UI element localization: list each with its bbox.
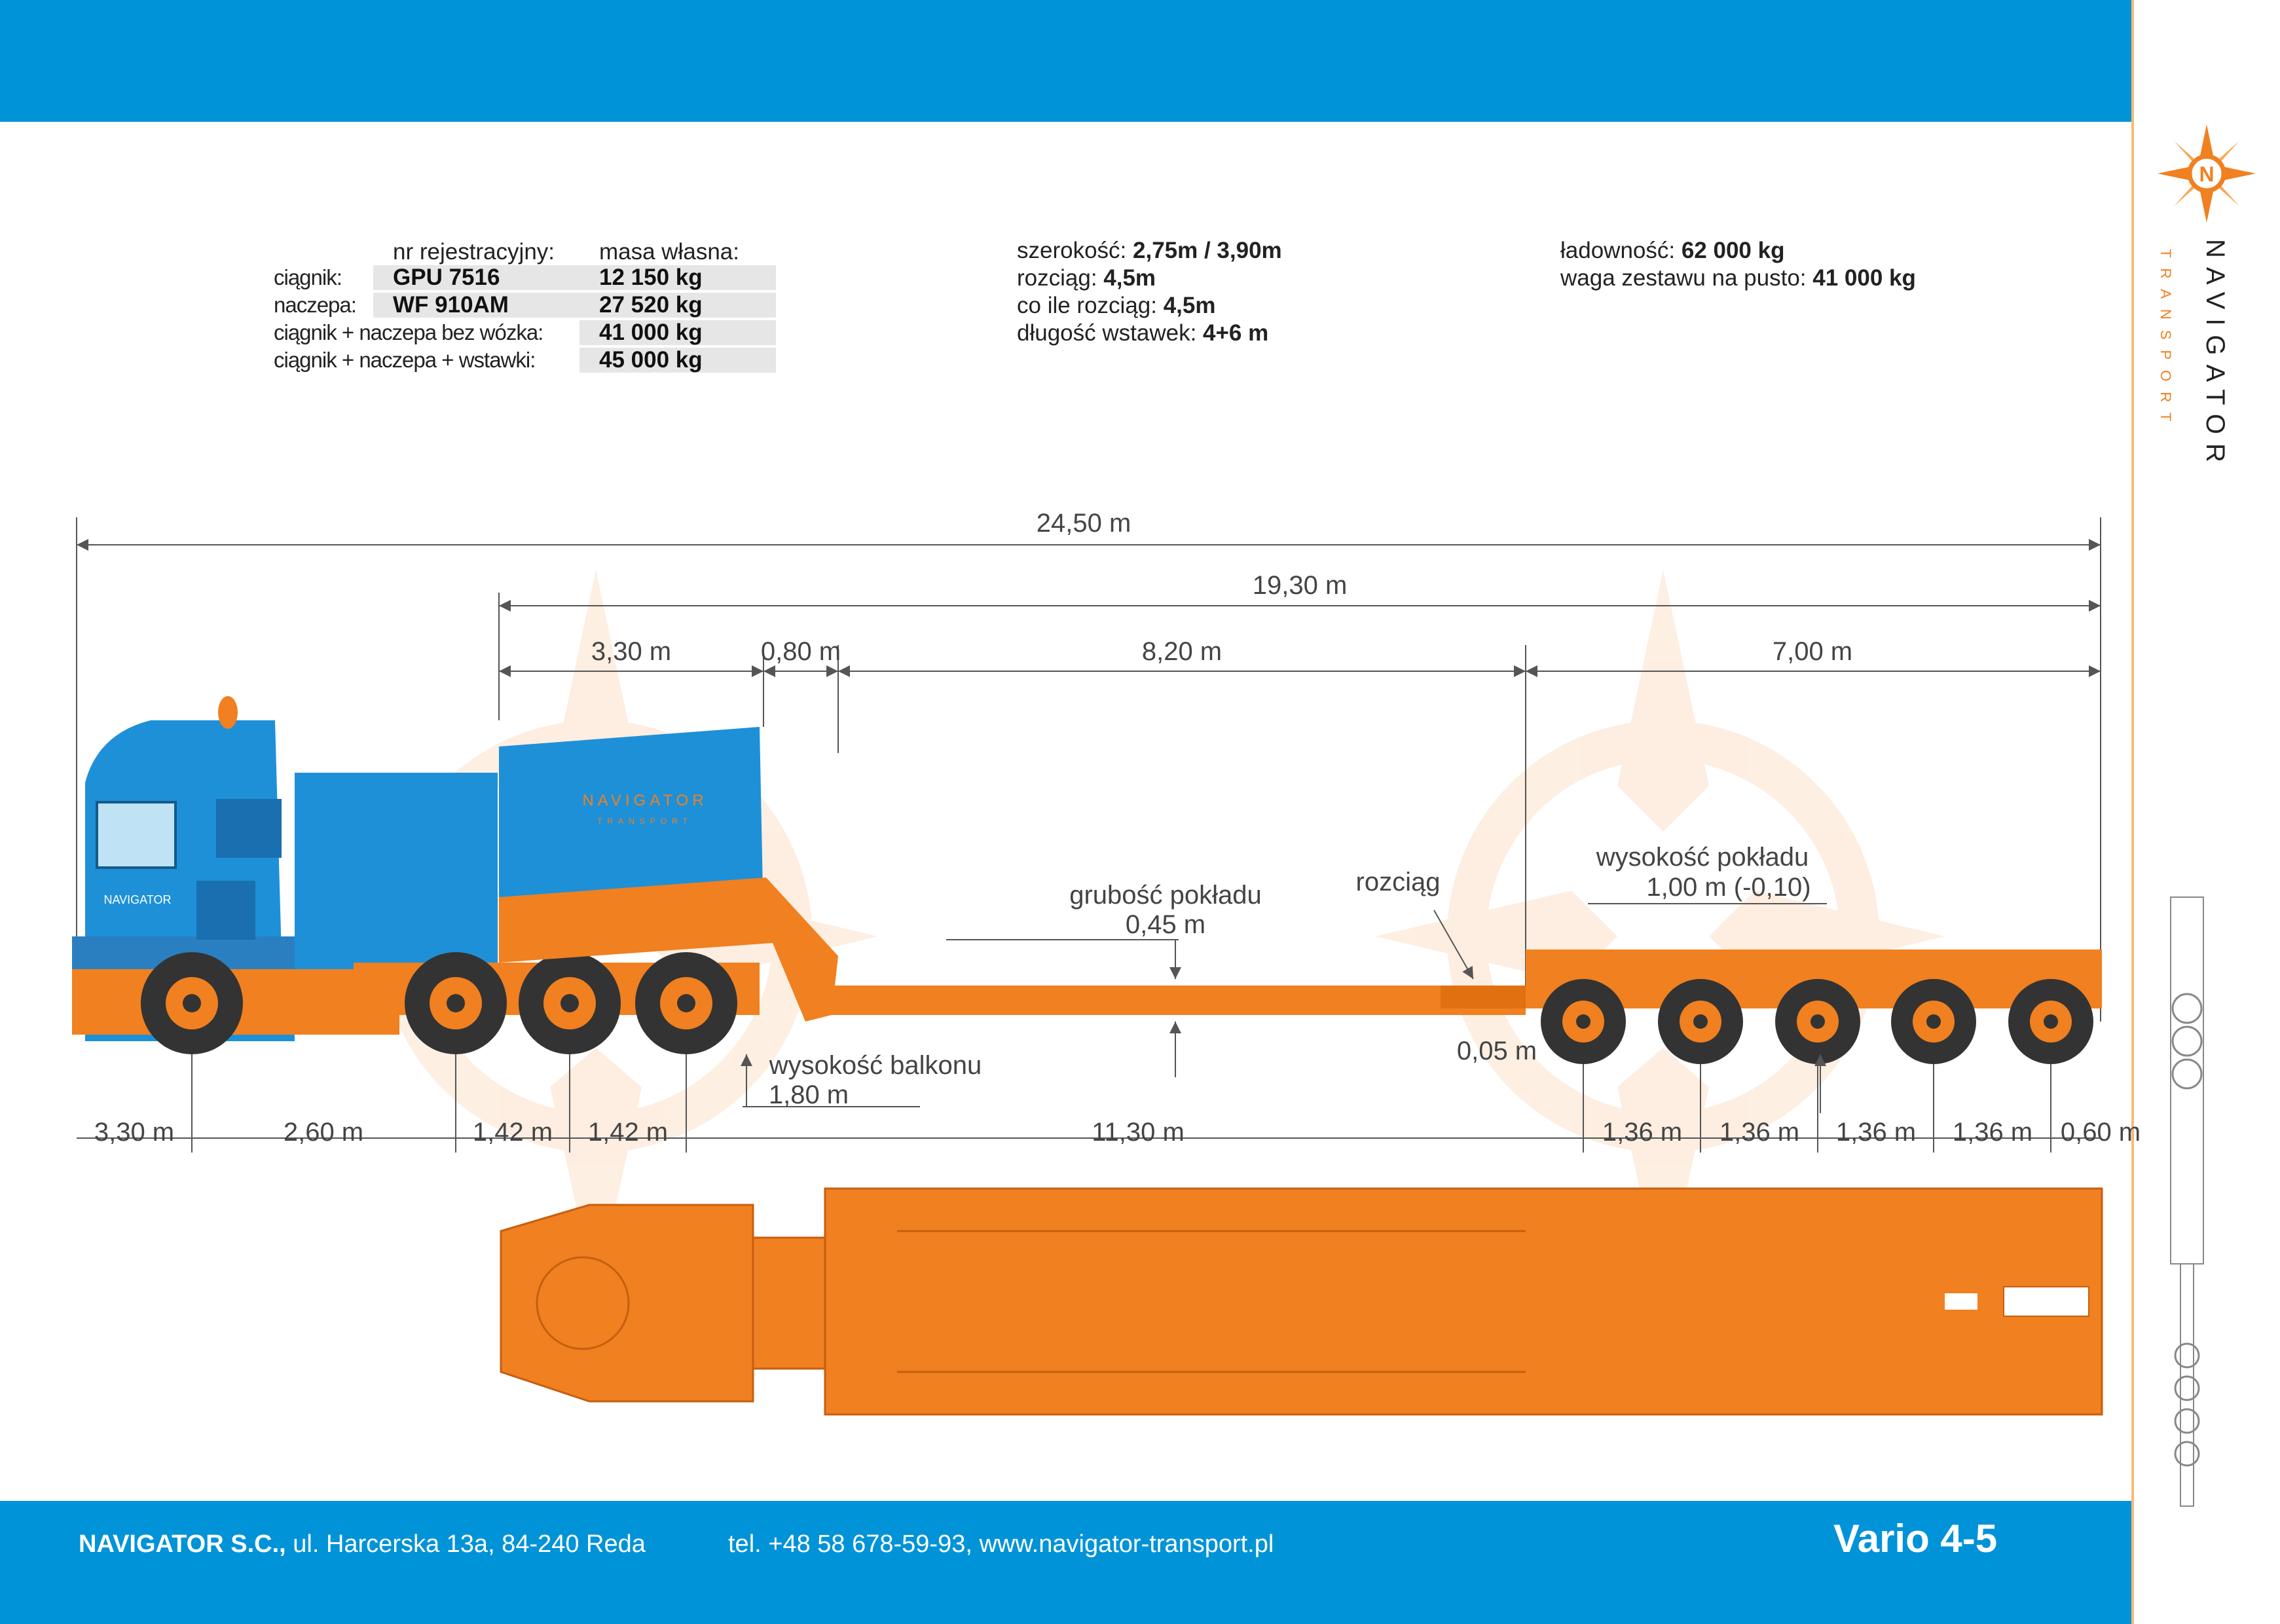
spec-payload: ładowność: 62 000 kg: [1560, 238, 1785, 263]
spec-extension: rozciąg: 4,5m: [1017, 265, 1156, 291]
footer-bar: [0, 1501, 2131, 1624]
row-label: ciągnik + naczepa + wstawki:: [274, 348, 536, 372]
clearance-value: 0,05 m: [1457, 1037, 1537, 1065]
table-row: ciągnik + naczepa + wstawki: 45 000 kg: [0, 348, 776, 375]
registration-value: WF 910AM: [373, 293, 593, 318]
mass-value: 27 520 kg: [579, 293, 776, 318]
dim-bottom: 1,42 m: [588, 1118, 668, 1147]
header-mass: masa własna:: [599, 239, 739, 265]
tractor-wheels: [141, 952, 737, 1054]
box-text: NAVIGATOR: [582, 792, 707, 809]
spec-empty-weight: waga zestawu na pusto: 41 000 kg: [1560, 265, 1916, 291]
dim-bottom: 1,36 m: [1602, 1118, 1682, 1147]
footer-contact: tel. +48 58 678-59-93, www.navigator-tra…: [728, 1530, 1274, 1558]
dimension-labels: 24,50 m 19,30 m 3,30 m 0,80 m 8,20 m 7,0…: [94, 509, 2141, 1147]
dim-deck: 8,20 m: [1142, 637, 1222, 666]
deck-thickness-label: grubość pokładu: [1069, 881, 1262, 910]
dim-gooseneck: 3,30 m: [591, 637, 671, 666]
row-label: naczepa:: [274, 293, 357, 317]
row-label: ciągnik + naczepa bez wózka:: [274, 320, 543, 344]
table-row: ciągnik: GPU 7516 12 150 kg: [0, 265, 776, 293]
footer-address: NAVIGATOR S.C., ul. Harcerska 13a, 84-24…: [79, 1530, 646, 1559]
dim-neck: 0,80 m: [761, 637, 841, 666]
deck-side: [805, 986, 1526, 1015]
logo-letter: N: [2199, 162, 2214, 186]
top-view: [500, 1187, 2103, 1416]
mass-value: 45 000 kg: [579, 348, 776, 373]
side-divider: [2131, 0, 2134, 1624]
model-name: Vario 4-5: [1833, 1517, 1998, 1560]
dim-trailer: 19,30 m: [1253, 571, 1348, 600]
spec-insert-length: długość wstawek: 4+6 m: [1017, 320, 1269, 346]
annotation-lines: [741, 903, 1827, 1113]
extension-label: rozciąg: [1356, 868, 1441, 896]
header-bar: [0, 0, 2131, 122]
dim-bottom: 11,30 m: [1092, 1118, 1185, 1147]
spec-width: szerokość: 2,75m / 3,90m: [1017, 238, 1282, 263]
dim-total: 24,50 m: [1037, 509, 1131, 538]
box-subtext: TRANSPORT: [597, 817, 693, 826]
balcony-label: wysokość balkonu: [769, 1051, 982, 1080]
side-top-view: [2170, 896, 2204, 1507]
balcony-value: 1,80 m: [769, 1080, 849, 1109]
extension-part: [1441, 986, 1526, 1008]
deck-height-label: wysokość pokładu: [1596, 843, 1809, 872]
dim-bottom: 1,42 m: [473, 1118, 553, 1147]
footer-company: NAVIGATOR S.C.,: [79, 1530, 286, 1558]
spec-extension-step: co ile rozciąg: 4,5m: [1017, 293, 1216, 318]
cab-text: NAVIGATOR: [103, 893, 171, 906]
dim-bottom: 1,36 m: [1953, 1118, 2032, 1147]
table-row: naczepa: WF 910AM 27 520 kg: [0, 293, 776, 320]
footer-address-text: ul. Harcerska 13a, 84-240 Reda: [285, 1530, 646, 1558]
dim-bottom: 0,60 m: [2061, 1118, 2141, 1147]
mass-value: 41 000 kg: [579, 320, 776, 345]
deck-height-value: 1,00 m (-0,10): [1646, 873, 1811, 902]
row-label: ciągnik:: [274, 265, 342, 289]
table-row: ciągnik + naczepa bez wózka: 41 000 kg: [0, 320, 776, 348]
annotation-labels: grubość pokładu 0,45 m rozciąg wysokość …: [769, 843, 1811, 1109]
dim-bottom: 1,36 m: [1719, 1118, 1799, 1147]
deck-thickness-value: 0,45 m: [1126, 910, 1205, 939]
header-registration: nr rejestracyjny:: [393, 239, 555, 265]
compass-logo-icon: N: [2158, 124, 2256, 223]
mass-value: 12 150 kg: [579, 265, 776, 290]
dim-bottom: 3,30 m: [94, 1118, 174, 1147]
dim-rear-unit: 7,00 m: [1773, 637, 1852, 666]
dim-bottom: 2,60 m: [284, 1118, 363, 1147]
registration-value: GPU 7516: [373, 265, 593, 290]
dim-bottom: 1,36 m: [1836, 1118, 1916, 1147]
gooseneck: NAVIGATOR TRANSPORT: [499, 727, 838, 1022]
rear-module: [1526, 950, 2102, 1064]
